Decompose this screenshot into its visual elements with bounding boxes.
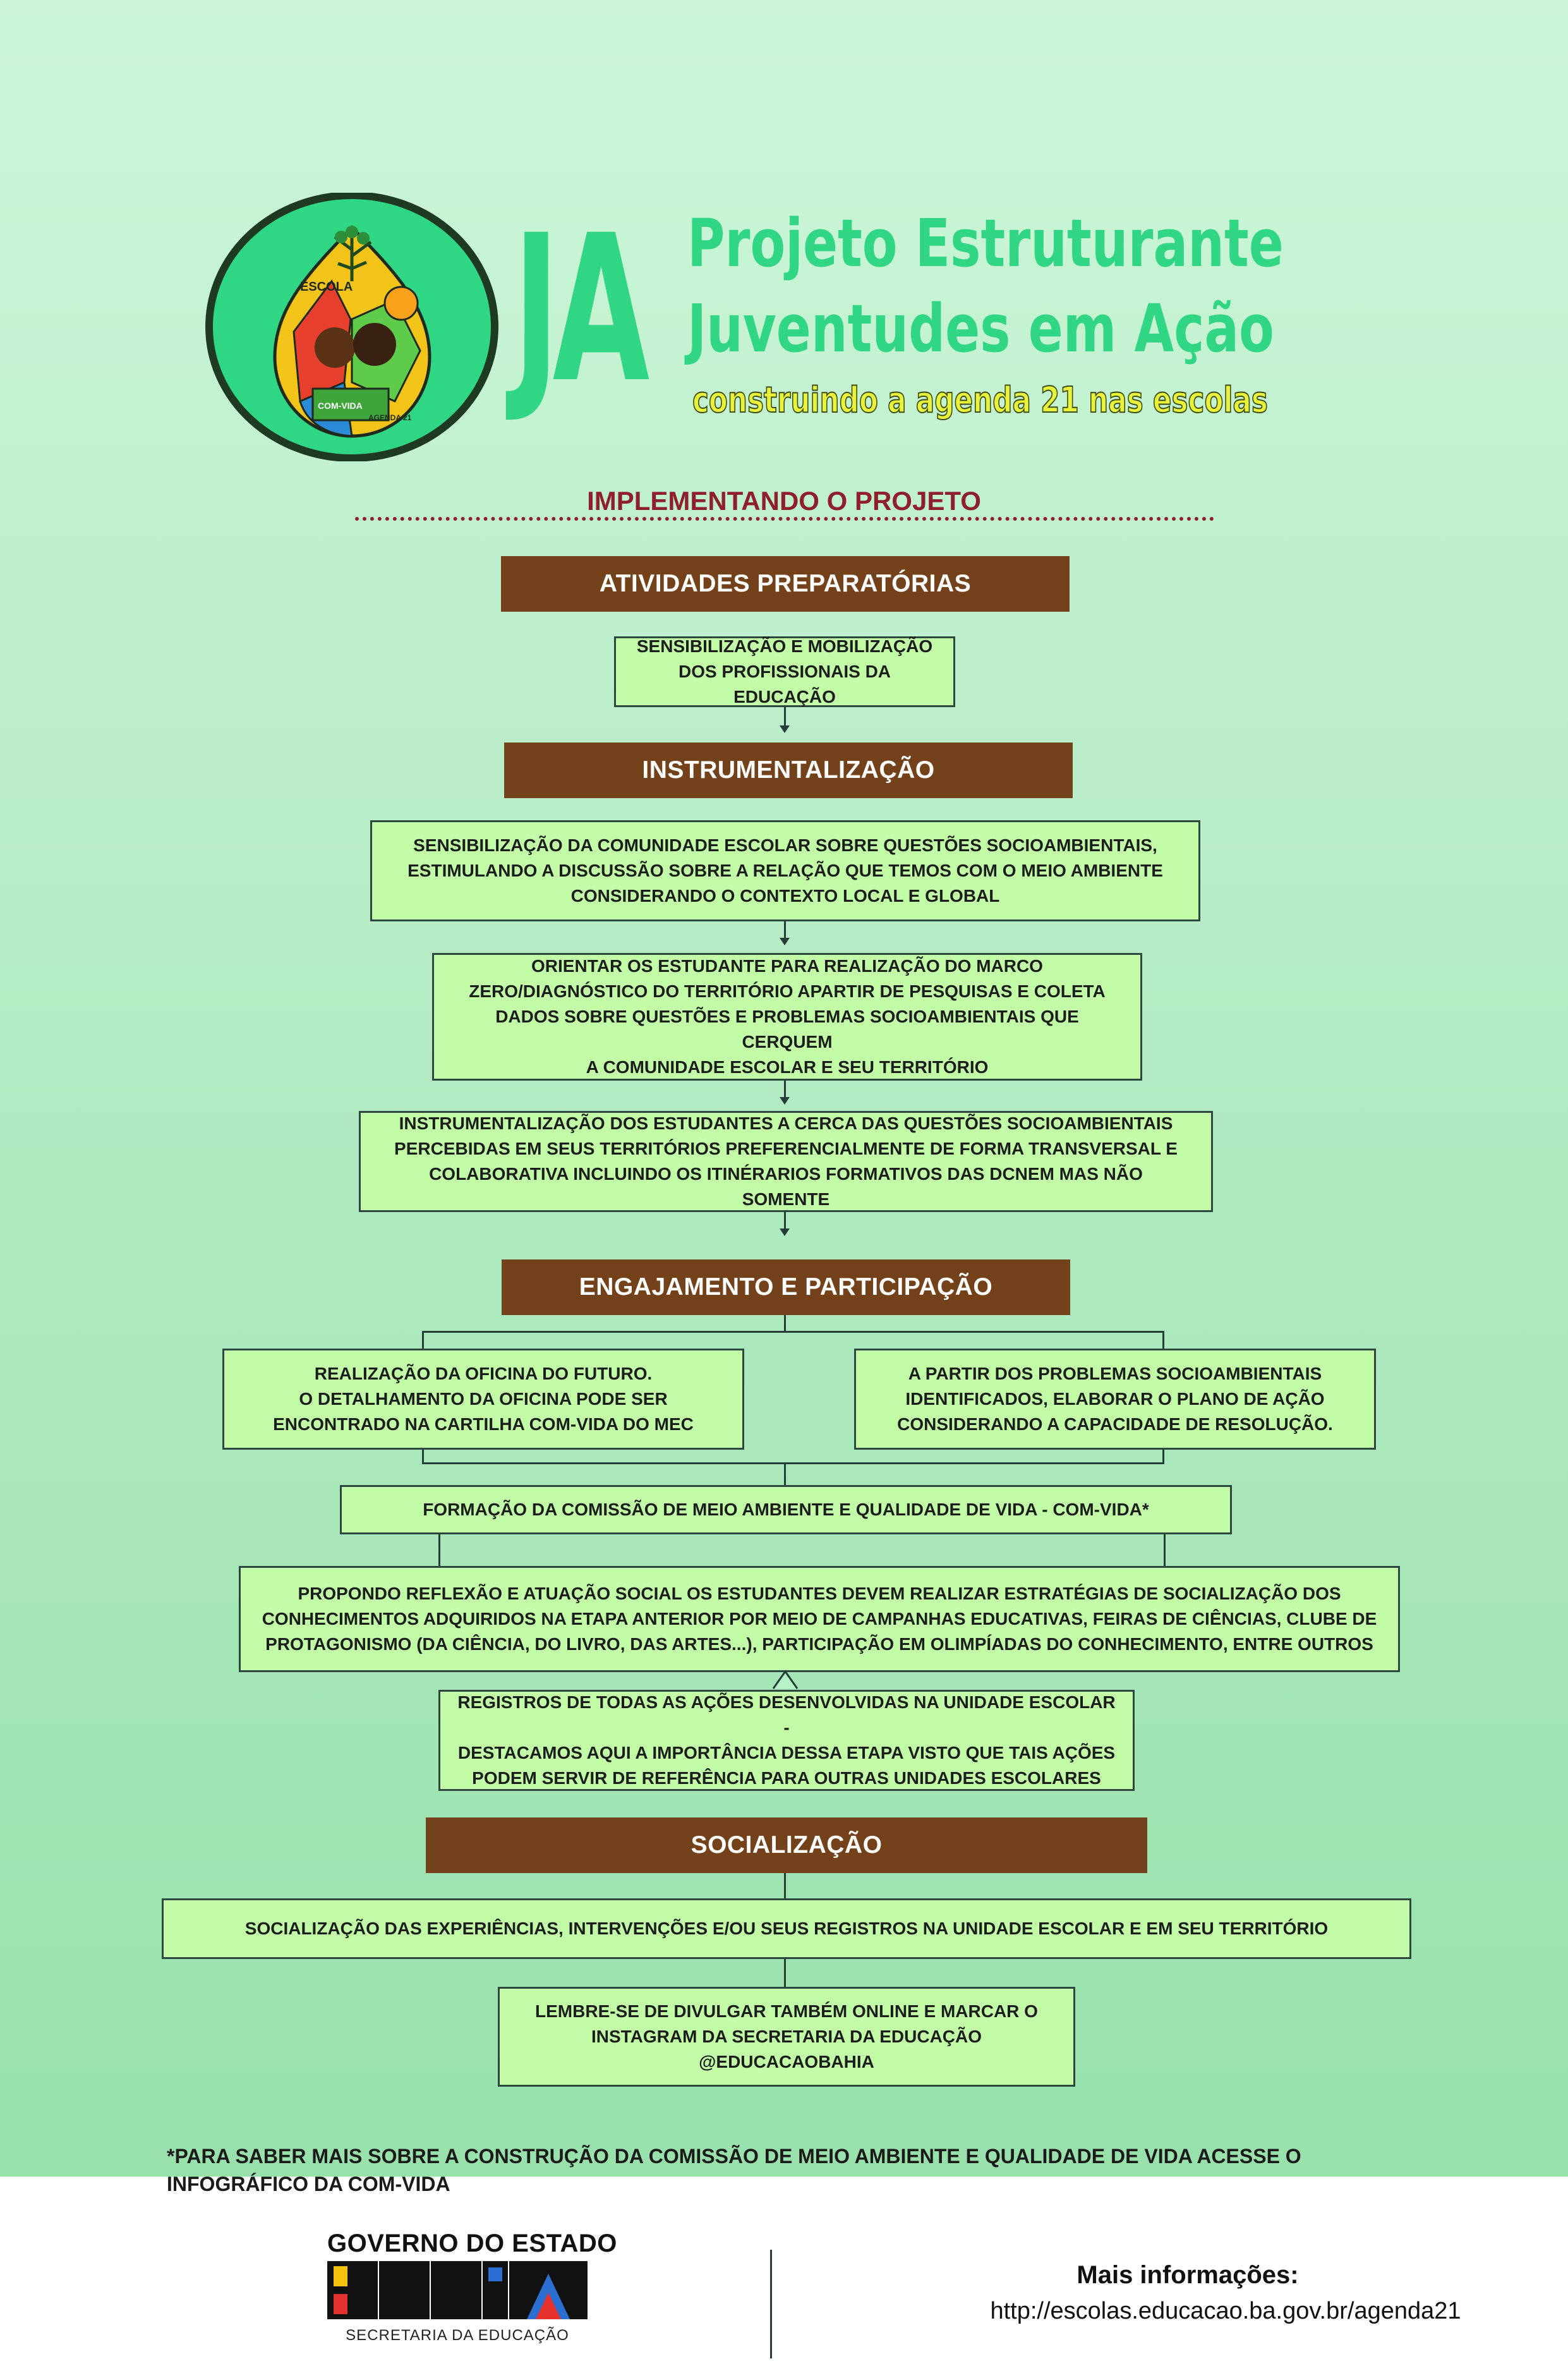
emblem-label-comvida: COM-VIDA xyxy=(318,401,363,411)
logo-letters: JA xyxy=(513,192,649,427)
connector xyxy=(784,1462,786,1485)
connector xyxy=(1162,1450,1164,1464)
connector xyxy=(784,1212,786,1231)
connector xyxy=(422,1462,1164,1464)
connector xyxy=(1162,1331,1164,1349)
triangle-up-icon xyxy=(772,1670,799,1689)
more-info-link[interactable]: http://escolas.educacao.ba.gov.br/agenda… xyxy=(990,2298,1461,2324)
more-info-label: Mais informações: xyxy=(1076,2261,1299,2289)
stage-header-socializacao: SOCIALIZAÇÃO xyxy=(426,1817,1147,1873)
emblem-label-escola: ESCOLA xyxy=(300,280,353,294)
footer-divider xyxy=(770,2250,772,2358)
gov-label: GOVERNO DO ESTADO xyxy=(327,2230,617,2257)
connector xyxy=(422,1331,424,1349)
footnote: *PARA SABER MAIS SOBRE A CONSTRUÇÃO DA C… xyxy=(167,2145,1301,2195)
secretaria-label: SECRETARIA DA EDUCAÇÃO xyxy=(346,2327,569,2344)
stage-header-instrumentalizacao: INSTRUMENTALIZAÇÃO xyxy=(504,743,1073,798)
box-oficina-futuro: REALIZAÇÃO DA OFICINA DO FUTURO. O DETAL… xyxy=(222,1349,744,1450)
project-emblem: ESCOLA COM-VIDA AGENDA 21 xyxy=(205,191,499,462)
connector xyxy=(784,1315,786,1332)
emblem-label-agenda: AGENDA 21 xyxy=(368,413,412,422)
box-plano-acao: A PARTIR DOS PROBLEMAS SOCIOAMBIENTAIS I… xyxy=(854,1349,1376,1450)
section-title: IMPLEMENTANDO O PROJETO xyxy=(587,486,981,516)
connector xyxy=(784,707,786,727)
arrow-down-icon xyxy=(780,1097,790,1105)
connector xyxy=(784,1959,786,1987)
box-divulgar-online: LEMBRE-SE DE DIVULGAR TAMBÉM ONLINE E MA… xyxy=(498,1987,1075,2087)
connector xyxy=(784,1873,786,1898)
box-instrumentalizacao-estudantes: INSTRUMENTALIZAÇÃO DOS ESTUDANTES A CERC… xyxy=(359,1111,1213,1212)
arrow-down-icon xyxy=(780,938,790,945)
tagline: construindo a agenda 21 nas escolas xyxy=(692,379,1268,422)
arrow-down-icon xyxy=(780,725,790,733)
connector xyxy=(422,1331,1164,1333)
stage-header-preparatorias: ATIVIDADES PREPARATÓRIAS xyxy=(501,556,1070,612)
box-comvida: FORMAÇÃO DA COMISSÃO DE MEIO AMBIENTE E … xyxy=(340,1485,1232,1534)
section-divider xyxy=(355,517,1214,521)
bahia-logo: BAHIA xyxy=(327,2261,588,2319)
box-sensibilizacao-comunidade: SENSIBILIZAÇÃO DA COMUNIDADE ESCOLAR SOB… xyxy=(370,820,1200,921)
box-sensibilizacao-profissionais: SENSIBILIZAÇÃO E MOBILIZAÇÃO DOS PROFISS… xyxy=(614,636,955,707)
box-marco-zero: ORIENTAR OS ESTUDANTE PARA REALIZAÇÃO DO… xyxy=(432,953,1142,1081)
connector xyxy=(1164,1534,1166,1566)
title-line-1: Projeto Estruturante xyxy=(687,205,1284,282)
connector xyxy=(784,921,786,939)
connector xyxy=(422,1450,424,1464)
title-line-2: Juventudes em Ação xyxy=(687,290,1274,367)
arrow-down-icon xyxy=(780,1228,790,1236)
box-reflexao-atuacao: PROPONDO REFLEXÃO E ATUAÇÃO SOCIAL OS ES… xyxy=(239,1566,1400,1672)
box-registros: REGISTROS DE TODAS AS AÇÕES DESENVOLVIDA… xyxy=(438,1690,1135,1791)
connector xyxy=(784,1081,786,1098)
footer xyxy=(0,2213,1568,2366)
box-socializacao-experiencias: SOCIALIZAÇÃO DAS EXPERIÊNCIAS, INTERVENÇ… xyxy=(162,1898,1411,1959)
stage-header-engajamento: ENGAJAMENTO E PARTICIPAÇÃO xyxy=(502,1259,1070,1315)
connector xyxy=(438,1534,440,1566)
